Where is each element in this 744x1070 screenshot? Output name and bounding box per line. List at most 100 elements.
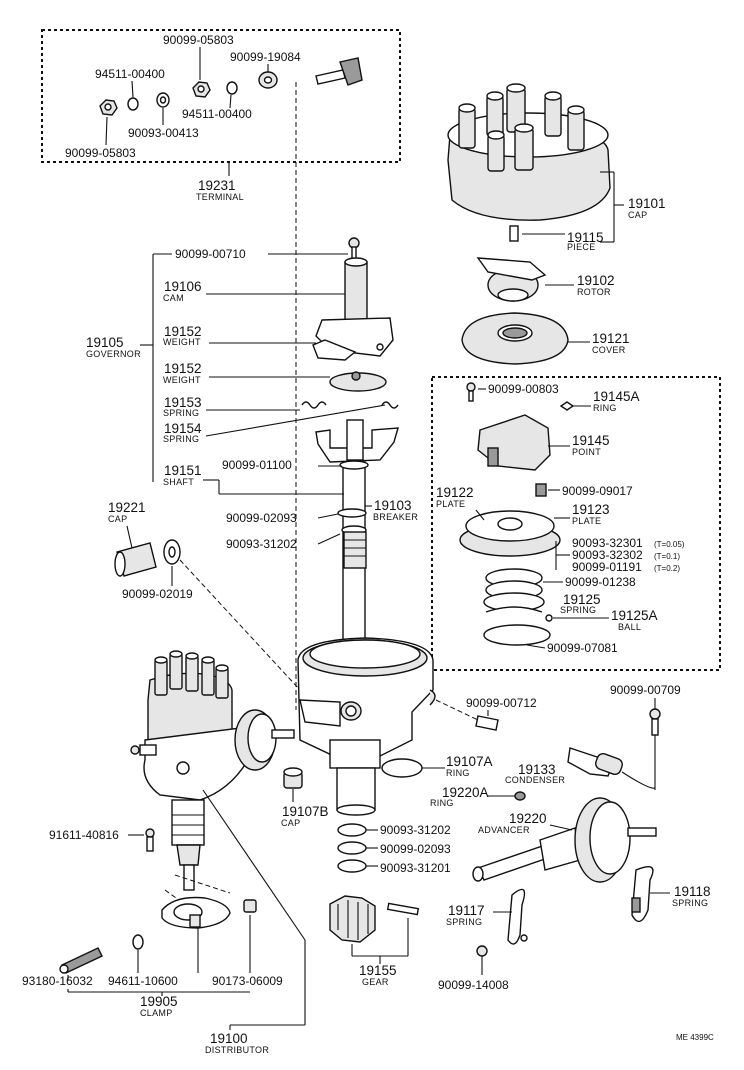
name-cap-19107B: CAP (281, 818, 300, 828)
thickness-01191: (T=0.2) (654, 564, 680, 573)
label-19101: 19101 (628, 196, 666, 211)
label-19145A: 19145A (593, 389, 640, 404)
name-clamp: CLAMP (140, 1008, 173, 1018)
label-94511-00400-a: 94511-00400 (95, 67, 165, 81)
label-19220: 19220 (509, 811, 547, 826)
name-advancer: ADVANCER (478, 825, 530, 835)
breaker-parts (459, 382, 575, 646)
label-19117: 19117 (448, 903, 485, 918)
thickness-32302: (T=0.1) (654, 552, 680, 561)
name-rotor: ROTOR (577, 287, 611, 297)
label-19107A: 19107A (446, 754, 493, 769)
distributor-housing-part (297, 637, 436, 816)
label-90093-31201: 90093-31201 (380, 861, 451, 875)
name-spring-19153: SPRING (163, 408, 199, 418)
label-90099-02093-bot: 90099-02093 (380, 842, 451, 856)
label-19106: 19106 (164, 279, 202, 294)
label-19121: 19121 (592, 331, 630, 346)
label-19115: 19115 (567, 230, 604, 245)
name-spring-19125: SPRING (560, 605, 596, 615)
gear-part (329, 895, 420, 943)
terminal-group-box (41, 29, 401, 163)
label-19905: 19905 (140, 994, 178, 1009)
name-ball: BALL (618, 622, 641, 632)
name-ring-19145A: RING (593, 403, 617, 413)
label-19152b: 19152 (164, 361, 202, 376)
name-point: POINT (572, 447, 601, 457)
name-condenser: CONDENSER (505, 775, 565, 785)
name-shaft: SHAFT (163, 477, 194, 487)
label-19151: 19151 (164, 463, 202, 478)
name-cover: COVER (592, 345, 626, 355)
label-19105: 19105 (86, 335, 124, 350)
terminal-parts (99, 57, 363, 710)
label-19118: 19118 (674, 884, 711, 899)
governor-shaft-parts (301, 237, 399, 671)
label-19123: 19123 (572, 502, 610, 517)
label-19122: 19122 (436, 485, 474, 500)
label-19145: 19145 (572, 433, 610, 448)
name-spring-19118: SPRING (672, 898, 708, 908)
name-plate-19123: PLATE (572, 516, 601, 526)
label-19125A: 19125A (611, 608, 658, 623)
label-90099-01191: 90099-01191 (572, 560, 642, 574)
label-90099-00710: 90099-00710 (175, 247, 246, 261)
dust-cover-part (461, 312, 569, 365)
bottom-washers (337, 823, 367, 873)
label-19152a: 19152 (164, 324, 202, 339)
label-90099-01100: 90099-01100 (222, 458, 292, 472)
rotor-part (476, 257, 547, 302)
condenser-part (567, 735, 656, 790)
name-weight-a: WEIGHT (163, 337, 201, 347)
label-19155: 19155 (359, 963, 397, 978)
name-breaker: BREAKER (373, 512, 418, 522)
label-90093-00413: 90093-00413 (128, 126, 199, 140)
label-90093-31202-top: 90093-31202 (226, 537, 297, 551)
label-19100: 19100 (210, 1031, 248, 1046)
name-terminal: TERMINAL (196, 192, 244, 202)
label-90099-02019: 90099-02019 (122, 587, 193, 601)
label-90099-05803-bot: 90099-05803 (65, 146, 136, 160)
name-gear: GEAR (362, 977, 389, 987)
label-19220A: 19220A (442, 785, 489, 800)
name-cam: CAM (163, 293, 184, 303)
ring-19107A-part (381, 758, 423, 778)
vacuum-cap-part (114, 539, 181, 577)
assembled-distributor-part (130, 650, 295, 909)
label-19231: 19231 (198, 178, 236, 193)
name-plate-19122: PLATE (436, 499, 465, 509)
label-90099-00709: 90099-00709 (610, 683, 681, 697)
name-weight-b: WEIGHT (163, 375, 201, 385)
label-90093-32301: 90093-32301 (572, 536, 643, 550)
label-19103: 19103 (374, 498, 412, 513)
thickness-32301: (T=0.05) (654, 540, 685, 549)
label-90173-06009: 90173-06009 (212, 974, 283, 988)
name-cap: CAP (628, 210, 647, 220)
label-19133: 19133 (518, 762, 556, 777)
label-93180-16032: 93180-16032 (22, 974, 93, 988)
label-90099-01238: 90099-01238 (565, 575, 636, 589)
label-90093-31202-bot: 90093-31202 (380, 823, 451, 837)
label-90099-07081: 90099-07081 (547, 641, 618, 655)
name-spring-19117: SPRING (446, 917, 482, 927)
spring-19117-part (507, 888, 528, 945)
distributor-cap-part (447, 83, 611, 221)
clamp-part (59, 896, 257, 974)
name-distributor: DISTRIBUTOR (205, 1045, 269, 1055)
label-90099-19084: 90099-19084 (230, 50, 301, 64)
label-94511-00400-b: 94511-00400 (182, 107, 252, 121)
label-19154: 19154 (164, 421, 202, 436)
name-ring-19220A: RING (430, 798, 454, 808)
breaker-group-box (431, 376, 721, 671)
label-90099-09017: 90099-09017 (562, 484, 633, 498)
name-cap-19221: CAP (108, 514, 127, 524)
label-19107B: 19107B (282, 804, 329, 819)
reference-code: ME 4399C (676, 1033, 714, 1042)
label-91611-40816: 91611-40816 (49, 828, 119, 842)
label-90099-00803: 90099-00803 (488, 382, 559, 396)
label-94611-10600: 94611-10600 (108, 974, 178, 988)
name-piece: PIECE (567, 242, 596, 252)
name-spring-19154: SPRING (163, 434, 199, 444)
spring-19118-part (631, 866, 654, 923)
